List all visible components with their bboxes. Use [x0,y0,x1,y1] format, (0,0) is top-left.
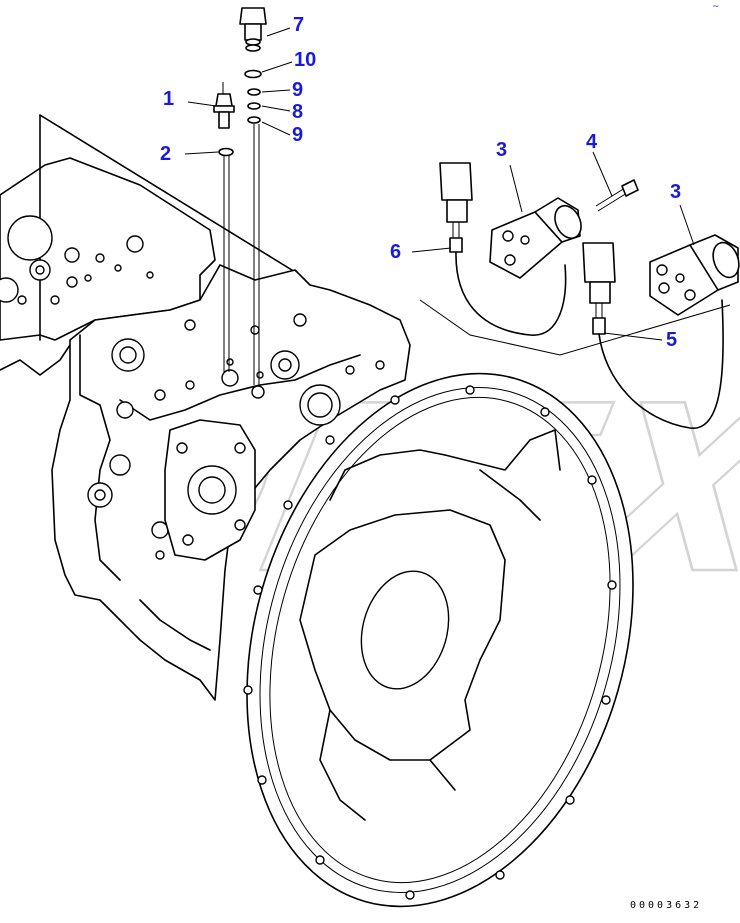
callout-1: 1 [163,88,175,110]
callout-10: 10 [294,49,317,71]
callout-6: 6 [390,241,402,263]
callout-2: 2 [160,143,172,165]
callout-8: 8 [292,101,304,123]
leader-lines [184,27,695,341]
flange [243,372,634,908]
callout-7: 7 [293,14,305,36]
pump-body [0,114,411,701]
plug-assembly [213,7,267,385]
corner-mark: ~ [712,2,720,12]
callout-3a: 3 [496,139,508,161]
solenoid-left [439,162,639,336]
solenoid-right [582,234,740,429]
callout-9b: 9 [292,124,304,146]
callout-5: 5 [666,329,678,351]
callout-3b: 3 [670,181,682,203]
callout-9a: 9 [292,79,304,101]
document-number: 00003632 [630,900,703,911]
callout-4: 4 [586,131,598,153]
